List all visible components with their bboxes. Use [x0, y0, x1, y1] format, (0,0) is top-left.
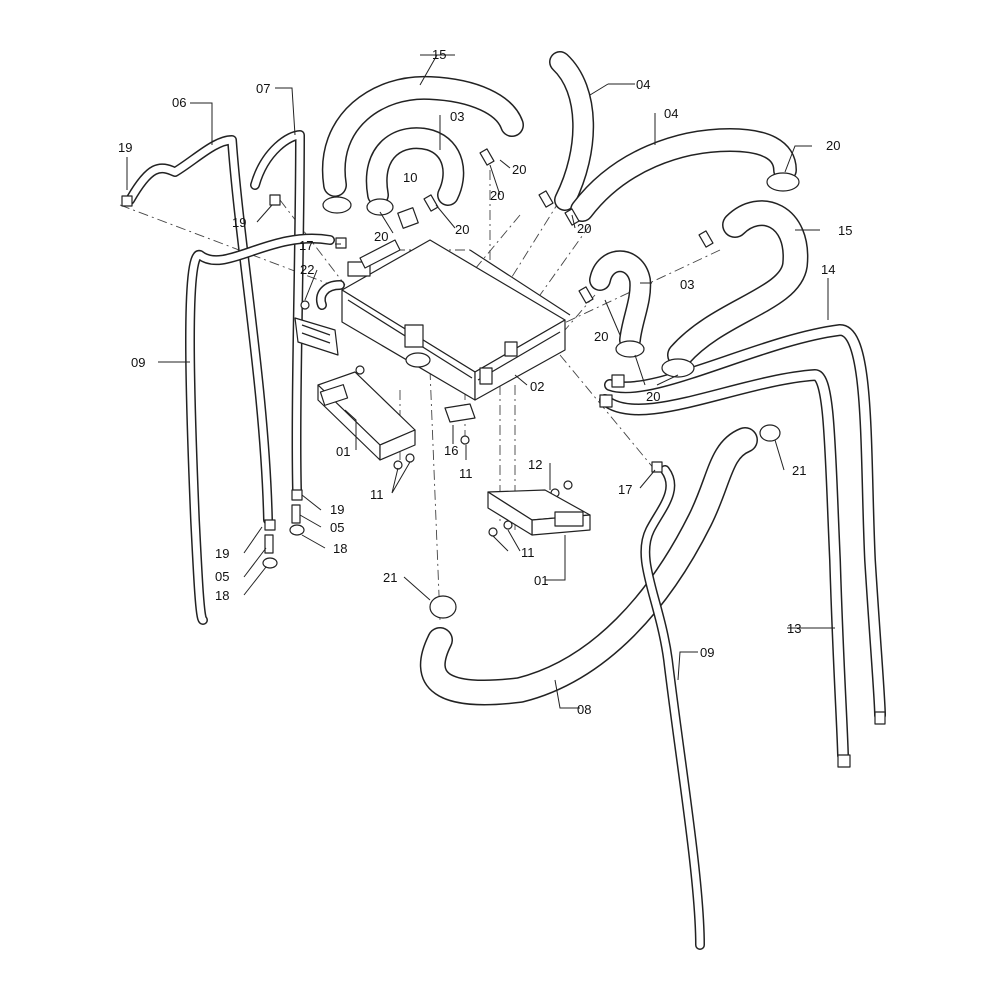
hoses: [125, 51, 886, 950]
label-05-b: 05: [215, 569, 229, 584]
label-19-d: 19: [215, 546, 229, 561]
hose-07: [250, 130, 305, 495]
label-01-left: 01: [336, 444, 350, 459]
clamps: [322, 172, 800, 619]
label-22: 22: [300, 262, 314, 277]
hose-04-long: [570, 128, 797, 222]
label-20-c: 20: [826, 138, 840, 153]
hose-14: [604, 324, 886, 721]
label-03-top: 03: [450, 109, 464, 124]
label-19-a: 19: [118, 140, 132, 155]
label-18-a: 18: [333, 541, 347, 556]
label-12: 12: [528, 457, 542, 472]
label-16: 16: [444, 443, 458, 458]
clamp-20-e: [661, 358, 695, 378]
label-09-right: 09: [700, 645, 714, 660]
tray-01-right: [487, 489, 591, 536]
label-11-left: 11: [370, 487, 384, 502]
part-labels: 15 04 06 07 03 04 19 20 20 10 20 19 20 2…: [118, 47, 852, 717]
label-20-d: 20: [594, 329, 608, 344]
label-17-b: 17: [618, 482, 632, 497]
label-04-top: 04: [636, 77, 650, 92]
side-bracket: [294, 317, 339, 356]
label-10: 10: [403, 170, 417, 185]
label-01-right: 01: [534, 573, 548, 588]
hose-03-top: [365, 127, 465, 206]
hose-09-right: [640, 465, 705, 950]
alignment-lines: [119, 170, 721, 621]
label-04-mid: 04: [664, 106, 678, 121]
label-20-e: 20: [455, 222, 469, 237]
label-19-b: 19: [232, 215, 246, 230]
hose-03-right: [589, 250, 652, 351]
label-14: 14: [821, 262, 835, 277]
label-11-mid: 11: [459, 466, 473, 481]
label-20-g: 20: [577, 221, 591, 236]
label-15-right: 15: [838, 223, 852, 238]
label-09-left: 09: [131, 355, 145, 370]
hose-06: [125, 135, 273, 525]
clamp-20-d: [615, 340, 645, 358]
hose-15-right: [667, 200, 809, 368]
label-18-b: 18: [215, 588, 229, 603]
hose-04-vertical: [549, 51, 595, 211]
clamp-20-c: [766, 172, 800, 192]
label-17-a: 17: [299, 238, 313, 253]
clamp-21-a: [429, 595, 457, 619]
label-21-left: 21: [383, 570, 397, 585]
label-19-c: 19: [330, 502, 344, 517]
bracket-16: [444, 403, 476, 423]
clamp-20-b: [366, 198, 394, 216]
label-20-a: 20: [374, 229, 388, 244]
label-05-a: 05: [330, 520, 344, 535]
label-20-b: 20: [490, 188, 504, 203]
clamp-21-b: [759, 424, 781, 442]
tray-01-left: [317, 371, 416, 461]
label-21-right: 21: [792, 463, 806, 478]
label-08: 08: [577, 702, 591, 717]
main-unit-02: [341, 207, 571, 401]
hose-15-top: [321, 75, 524, 197]
fittings: [121, 148, 886, 768]
label-15-top: 15: [432, 47, 446, 62]
label-11-right: 11: [521, 545, 535, 560]
hose-22: [316, 280, 345, 310]
label-03-right: 03: [680, 277, 694, 292]
label-20-h: 20: [512, 162, 526, 177]
clamp-20-a: [322, 196, 352, 214]
label-13: 13: [787, 621, 801, 636]
hose-08: [419, 427, 758, 706]
hose-13: [599, 369, 849, 761]
label-20-f: 20: [646, 389, 660, 404]
label-07: 07: [256, 81, 270, 96]
hose-09-left: [185, 233, 335, 625]
label-06: 06: [172, 95, 186, 110]
label-02: 02: [530, 379, 544, 394]
leader-lines: [126, 54, 835, 709]
